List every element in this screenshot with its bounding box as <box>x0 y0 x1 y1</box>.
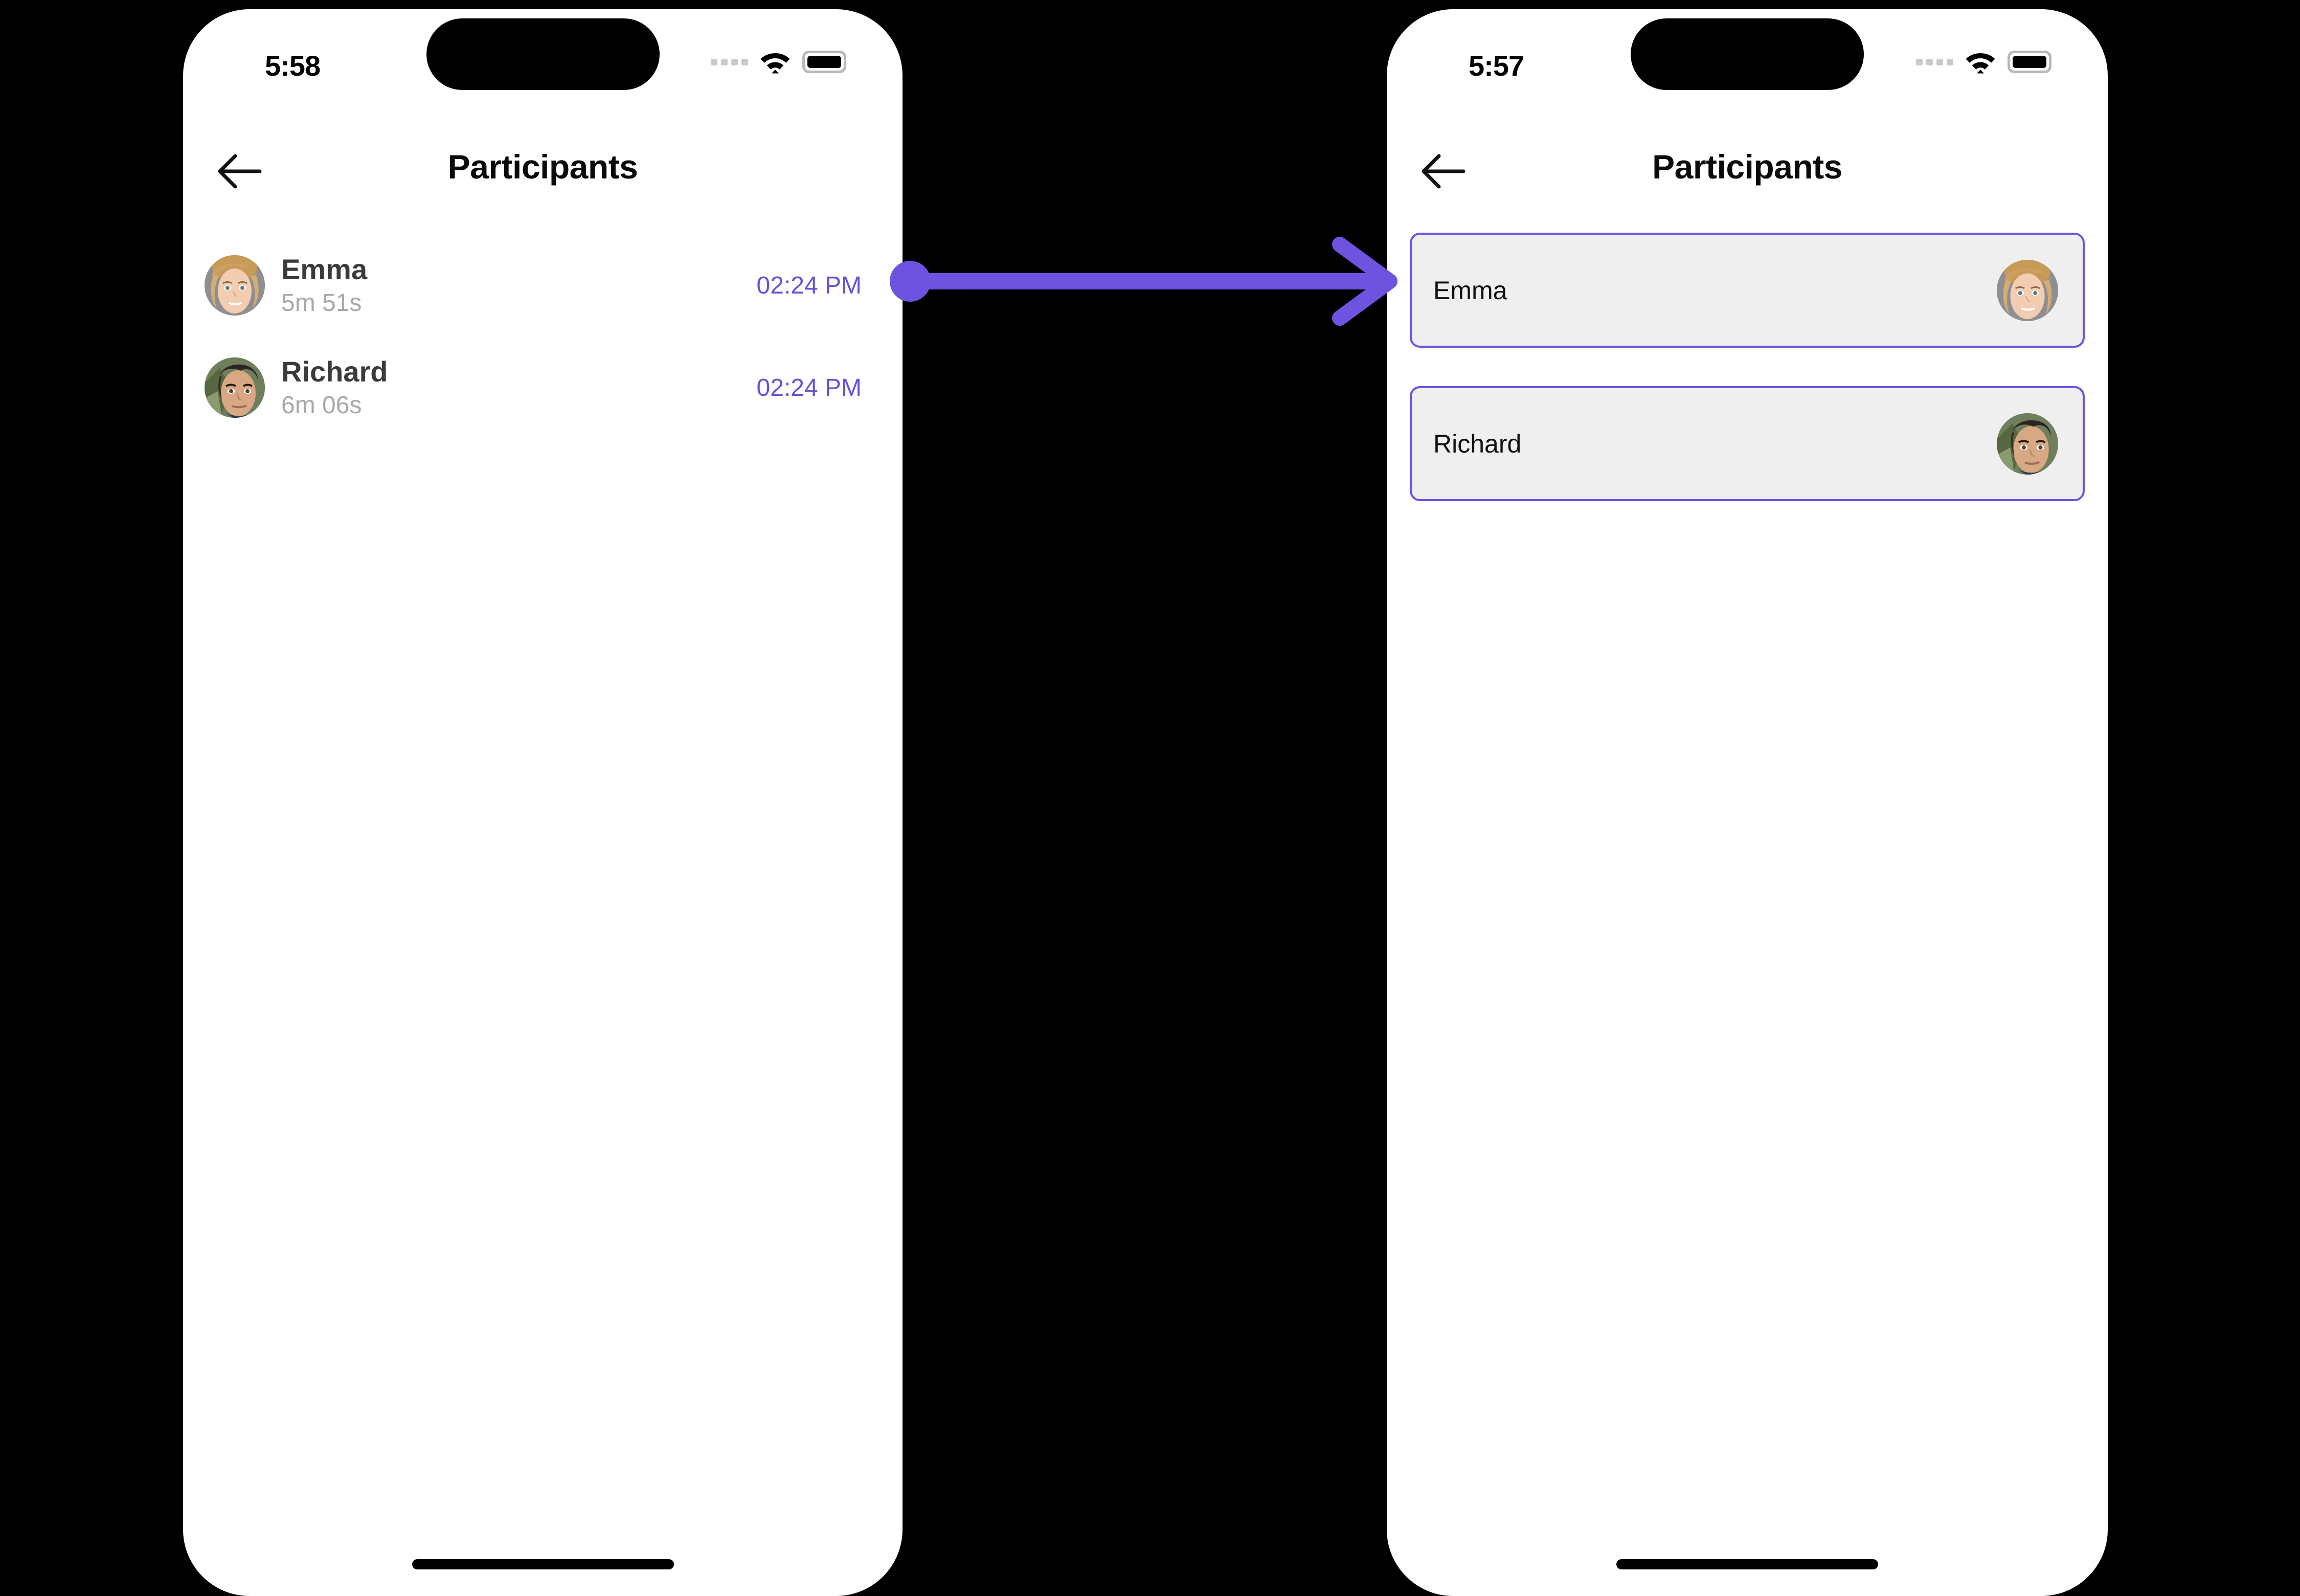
wifi-icon <box>759 50 791 74</box>
avatar-emma <box>1997 259 2058 321</box>
participant-duration: 5m 51s <box>281 289 362 317</box>
list-item-texts: Emma 5m 51s <box>281 254 757 317</box>
action-arrow <box>890 237 1397 326</box>
page-title: Participants <box>1652 148 1842 186</box>
phone-screen-after: 5:57 Participant <box>1387 9 2108 1596</box>
participant-time: 02:24 PM <box>756 272 862 299</box>
avatar-richard <box>1997 413 2058 475</box>
home-indicator <box>1616 1559 1878 1569</box>
phone-screen-before: 5:58 Participant <box>183 9 903 1596</box>
participant-name: Emma <box>1433 276 1507 305</box>
back-button[interactable] <box>209 143 270 199</box>
list-item-texts: Richard 6m 06s <box>281 356 757 419</box>
list-item[interactable]: Emma 5m 51s 02:24 PM <box>183 234 903 336</box>
nav-bar: Participants <box>1387 137 2108 214</box>
back-button[interactable] <box>1412 143 1474 199</box>
participant-list: Emma 5m 51s 02:24 PM <box>183 234 903 439</box>
participant-name: Richard <box>1433 429 1522 458</box>
page-title: Participants <box>447 148 638 186</box>
participant-card-list: Emma <box>1387 233 2108 540</box>
status-time: 5:57 <box>1469 50 1524 82</box>
participant-time: 02:24 PM <box>756 374 862 401</box>
arrow-left-icon <box>1419 151 1467 192</box>
status-time: 5:58 <box>265 50 321 82</box>
cellular-dots-icon <box>711 58 748 65</box>
arrow-head-icon <box>1332 237 1397 326</box>
participant-card[interactable]: Emma <box>1410 233 2085 348</box>
battery-full-icon <box>2008 51 2051 73</box>
status-bar: 5:58 <box>183 9 903 106</box>
avatar-richard <box>205 357 265 418</box>
status-bar: 5:57 <box>1387 9 2108 106</box>
dynamic-island <box>1631 18 1864 90</box>
wifi-icon <box>1965 50 1996 74</box>
nav-bar: Participants <box>183 137 903 214</box>
participant-card[interactable]: Richard <box>1410 386 2085 501</box>
status-indicators <box>1916 50 2051 74</box>
participant-duration: 6m 06s <box>281 392 362 419</box>
participant-name: Emma <box>281 253 368 285</box>
status-indicators <box>711 50 846 74</box>
arrow-left-icon <box>216 151 263 192</box>
list-item[interactable]: Richard 6m 06s 02:24 PM <box>183 336 903 439</box>
battery-full-icon <box>802 51 846 73</box>
home-indicator <box>412 1559 674 1569</box>
cellular-dots-icon <box>1916 58 1953 65</box>
avatar-emma <box>205 255 265 316</box>
dynamic-island <box>426 18 660 90</box>
participant-name: Richard <box>281 355 388 388</box>
